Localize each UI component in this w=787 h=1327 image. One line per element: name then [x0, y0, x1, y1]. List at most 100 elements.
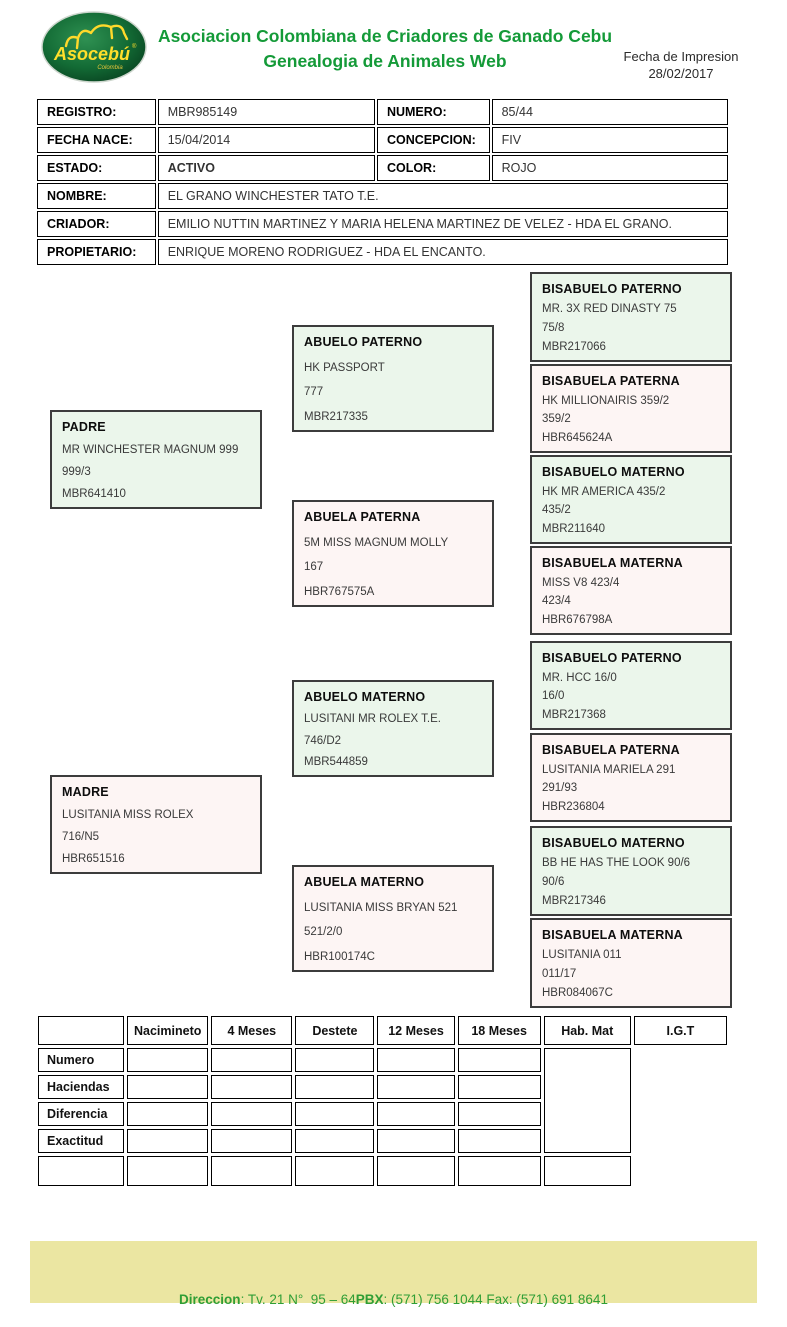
pedigree-box-bisabuelo-paterno-1: BISABUELO PATERNO MR. 3X RED DINASTY 75 …: [530, 272, 732, 362]
stats-cell: [211, 1102, 293, 1126]
pedigree-box-title: ABUELA PATERNA: [304, 510, 421, 524]
animal-number: 746/D2: [304, 734, 342, 747]
org-title: Asociacion Colombiana de Criadores de Ga…: [157, 26, 613, 46]
animal-number: 16/0: [542, 690, 565, 703]
pedigree-box-bisabuelo-materno-1: BISABUELO MATERNO HK MR AMERICA 435/2 43…: [530, 455, 732, 544]
stats-cell: [377, 1156, 455, 1186]
stats-row-label-empty: [38, 1156, 125, 1186]
pedigree-box-title: ABUELO MATERNO: [304, 690, 426, 704]
animal-number: 521/2/0: [304, 926, 343, 939]
stats-row-exactitud: Exactitud: [38, 1129, 727, 1153]
info-row-estado: ESTADO: ACTIVO COLOR: ROJO: [37, 155, 728, 181]
color-label: COLOR:: [376, 155, 490, 181]
stats-cell: [457, 1129, 541, 1153]
stats-cell: [377, 1102, 455, 1126]
animal-registry: HBR651516: [62, 853, 125, 865]
animal-name: 5M MISS MAGNUM MOLLY: [304, 536, 449, 549]
animal-name: HK MILLIONAIRIS 359/2: [542, 394, 670, 407]
animal-name: BB HE HAS THE LOOK 90/6: [542, 857, 691, 869]
animal-name: MR. 3X RED DINASTY 75: [542, 303, 677, 315]
stats-cell: [457, 1102, 541, 1126]
stats-row-label-diferencia: Diferencia: [38, 1102, 125, 1126]
animal-registry: MBR217066: [542, 341, 606, 353]
animal-number: 777: [304, 386, 324, 399]
stats-cell: [457, 1156, 541, 1186]
print-date-label: Fecha de Impresion: [623, 49, 739, 64]
pedigree-box-title: BISABUELO PATERNO: [542, 651, 682, 665]
stats-cell: [295, 1102, 375, 1126]
color-value: ROJO: [491, 155, 728, 181]
pedigree-box-title: ABUELO PATERNO: [304, 335, 423, 349]
pedigree-box-title: MADRE: [62, 785, 109, 799]
nombre-label: NOMBRE:: [37, 183, 156, 209]
propietario-value: ENRIQUE MORENO RODRIGUEZ - HDA EL ENCANT…: [157, 239, 728, 265]
animal-registry: HBR676798A: [542, 613, 613, 626]
asocebu-logo-graphic: Asocebú ® Colombia: [41, 11, 147, 83]
animal-registry: MBR211640: [542, 522, 606, 535]
animal-number: 90/6: [542, 876, 565, 888]
stats-cell: [211, 1156, 293, 1186]
animal-name: LUSITANIA MARIELA 291: [542, 763, 676, 776]
info-row-nombre: NOMBRE: EL GRANO WINCHESTER TATO T.E.: [37, 183, 728, 209]
animal-number: 167: [304, 561, 324, 574]
animal-name: LUSITANI MR ROLEX T.E.: [304, 713, 441, 726]
report-title-block: Asociacion Colombiana de Criadores de Ga…: [148, 24, 622, 74]
stats-row-empty: [38, 1156, 727, 1186]
animal-number: 435/2: [542, 504, 571, 517]
info-table: REGISTRO: MBR985149 NUMERO: 85/44 FECHA …: [35, 97, 730, 267]
stats-header-4meses: 4 Meses: [211, 1016, 293, 1045]
stats-header-18meses: 18 Meses: [457, 1016, 541, 1045]
stats-header-empty: [38, 1016, 125, 1045]
pedigree-box-bisabuelo-paterno-2: BISABUELO PATERNO MR. HCC 16/0 16/0 MBR2…: [530, 641, 732, 730]
fecha-nace-value: 15/04/2014: [157, 127, 375, 153]
pedigree-box-abuelo-materno: ABUELO MATERNO LUSITANI MR ROLEX T.E. 74…: [292, 680, 494, 777]
footer: Direccion: Tv. 21 N° 95 – 64PBX: (571) 7…: [30, 1241, 757, 1307]
registered-mark-icon: ®: [132, 43, 137, 50]
stats-cell: [295, 1048, 375, 1072]
direccion-label: Direccion: [179, 1292, 241, 1307]
stats-cell: [127, 1129, 209, 1153]
stats-cell: [377, 1048, 455, 1072]
stats-cell: [377, 1129, 455, 1153]
registro-value: MBR985149: [157, 99, 375, 125]
animal-registry: MBR641410: [62, 488, 126, 500]
animal-registry: MBR217346: [542, 895, 606, 907]
pedigree-box-title: BISABUELA MATERNA: [542, 928, 683, 942]
numero-label: NUMERO:: [376, 99, 490, 125]
stats-row-diferencia: Diferencia: [38, 1102, 727, 1126]
estado-label: ESTADO:: [37, 155, 156, 181]
stats-cell: [127, 1075, 209, 1099]
animal-number: 999/3: [62, 466, 91, 478]
zebu-icon: [64, 24, 129, 50]
animal-name: LUSITANIA 011: [542, 949, 622, 961]
animal-number: 291/93: [542, 782, 578, 795]
stats-row-label-exactitud: Exactitud: [38, 1129, 125, 1153]
stats-cell: [377, 1075, 455, 1099]
status-badge: ACTIVO: [157, 155, 375, 181]
animal-registry: MBR217368: [542, 708, 606, 721]
stats-header-nacimineto: Nacimineto: [127, 1016, 209, 1045]
animal-registry: MBR217335: [304, 410, 368, 423]
animal-name: LUSITANIA MISS BRYAN 521: [304, 901, 458, 914]
info-row-registro: REGISTRO: MBR985149 NUMERO: 85/44: [37, 99, 728, 125]
stats-header-igt: I.G.T: [633, 1016, 727, 1045]
animal-number: 75/8: [542, 322, 565, 334]
animal-registry: HBR236804: [542, 800, 605, 813]
stats-row-label-numero: Numero: [38, 1048, 125, 1072]
animal-name: HK PASSPORT: [304, 361, 385, 374]
pedigree-box-title: BISABUELO MATERNO: [542, 836, 685, 850]
info-row-fecha: FECHA NACE: 15/04/2014 CONCEPCION: FIV: [37, 127, 728, 153]
page-title: Genealogia de Animales Web: [263, 51, 507, 71]
address-line: Direccion: Tv. 21 N° 95 – 64PBX: (571) 7…: [30, 1290, 757, 1309]
animal-name: LUSITANIA MISS ROLEX: [62, 809, 194, 821]
phone-fax-text: : (571) 756 1044 Fax: (571) 691 8641: [383, 1292, 608, 1307]
address-text: : Tv. 21 N° 95 – 64: [240, 1292, 356, 1307]
animal-name: MR WINCHESTER MAGNUM 999: [62, 444, 239, 456]
animal-registry: HBR645624A: [542, 431, 613, 444]
animal-registry: HBR084067C: [542, 987, 613, 999]
stats-cell-igt-bottom: [543, 1156, 631, 1186]
stats-row-haciendas: Haciendas: [38, 1075, 727, 1099]
pedigree-box-bisabuela-materna-2: BISABUELA MATERNA LUSITANIA 011 011/17 H…: [530, 918, 732, 1008]
logo-wordmark: Asocebú: [53, 44, 130, 64]
criador-value: EMILIO NUTTIN MARTINEZ Y MARIA HELENA MA…: [157, 211, 728, 237]
